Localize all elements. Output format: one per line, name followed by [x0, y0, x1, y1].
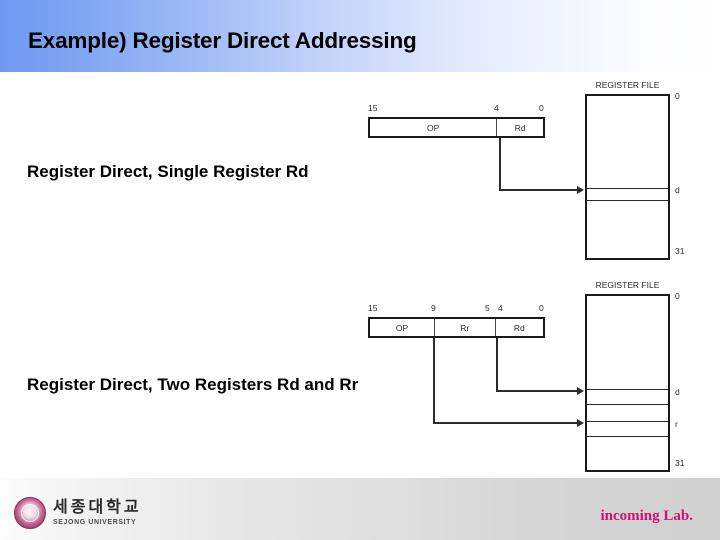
bit-label-15: 15 — [368, 303, 378, 313]
bit-label-4: 4 — [494, 103, 499, 113]
field-rd: Rd — [494, 319, 543, 336]
connector-rd-vertical — [499, 138, 501, 191]
register-index-d: d — [675, 185, 680, 195]
register-index-bottom: 31 — [675, 458, 685, 468]
arrowhead-rd — [577, 186, 584, 194]
register-file-title: REGISTER FILE — [595, 280, 660, 290]
bit-label-4: 4 — [498, 303, 503, 313]
bit-label-5: 5 — [485, 303, 490, 313]
connector-rr-horizontal — [433, 422, 579, 424]
register-file-box — [585, 294, 670, 472]
register-file-box — [585, 94, 670, 260]
caption-register-direct-single: Register Direct, Single Register Rd — [27, 162, 309, 181]
instruction-box: OP Rd — [368, 117, 545, 138]
register-file-title: REGISTER FILE — [595, 80, 660, 90]
field-op: OP — [427, 122, 440, 133]
register-index-d: d — [675, 387, 680, 397]
footer-band — [0, 478, 720, 540]
university-logo: 세종대학교 SEJONG UNIVERSITY — [14, 497, 142, 529]
bit-label-9: 9 — [431, 303, 436, 313]
register-index-r: r — [675, 419, 678, 429]
slide-body: Register Direct, Single Register Rd 15 4… — [0, 72, 720, 478]
university-name-english: SEJONG UNIVERSITY — [53, 519, 137, 526]
register-file-two: REGISTER FILE 0 d r 31 — [585, 280, 684, 472]
register-row-r — [587, 421, 668, 437]
bit-label-0: 0 — [539, 303, 544, 313]
university-name-korean: 세종대학교 — [53, 499, 142, 516]
instruction-word-two: 15 9 5 4 0 OP Rr Rd — [368, 303, 545, 338]
register-index-top: 0 — [675, 91, 680, 101]
connector-rd-vertical — [496, 338, 498, 392]
bit-label-0: 0 — [539, 103, 544, 113]
register-row-d — [587, 188, 668, 201]
header-band — [0, 0, 720, 72]
instruction-word-single: 15 4 0 OP Rd — [368, 103, 545, 138]
register-row-d — [587, 389, 668, 405]
register-index-top: 0 — [675, 291, 680, 301]
register-index-bottom: 31 — [675, 246, 685, 256]
connector-rd-horizontal — [499, 189, 579, 191]
university-seal-icon — [14, 497, 46, 529]
instruction-box: OP Rr Rd — [368, 317, 545, 338]
field-op: OP — [395, 322, 409, 333]
arrowhead-rr — [577, 419, 584, 427]
connector-rr-vertical — [433, 338, 435, 424]
page-title: Example) Register Direct Addressing — [28, 28, 417, 53]
register-file-single: REGISTER FILE 0 d 31 — [585, 80, 684, 260]
arrowhead-rd — [577, 387, 584, 395]
lab-credit: incoming Lab. — [600, 508, 693, 524]
bit-label-15: 15 — [368, 103, 378, 113]
caption-register-direct-two: Register Direct, Two Registers Rd and Rr — [27, 375, 359, 394]
connector-rd-horizontal — [496, 390, 579, 392]
field-rr: Rr — [434, 319, 495, 336]
university-logo-text: 세종대학교 SEJONG UNIVERSITY — [53, 499, 142, 527]
field-rd: Rd — [496, 119, 543, 136]
